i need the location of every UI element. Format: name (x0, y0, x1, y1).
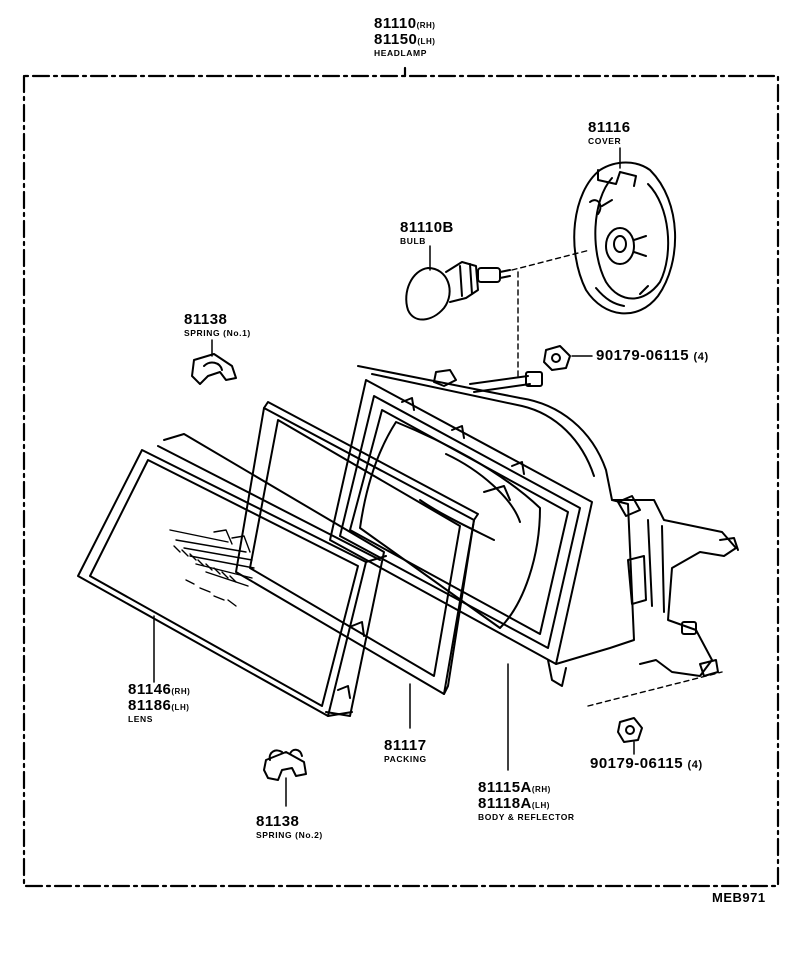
alignment-lines (512, 250, 722, 706)
spring1-label: 81138 SPRING (No.1) (184, 312, 251, 338)
bulb-part (406, 246, 510, 320)
packing-part (236, 402, 478, 728)
body-part-rh: 81115A(RH) (478, 779, 551, 796)
cover-part (574, 148, 675, 313)
lens-name: LENS (128, 714, 154, 724)
packing-label: 81117 PACKING (384, 738, 427, 764)
assembly-part-rh: 81110(RH) (374, 15, 436, 32)
assembly-name: HEADLAMP (374, 48, 427, 58)
nut-bottom-label: 90179-06115 (4) (590, 756, 703, 772)
packing-name: PACKING (384, 754, 427, 764)
spring1-part-number: 81138 (184, 311, 228, 328)
nut-bottom-qty: (4) (687, 759, 703, 771)
cover-name: COVER (588, 136, 622, 146)
packing-part-number: 81117 (384, 737, 427, 754)
bulb-part-number: 81110B (400, 219, 454, 236)
cover-part-number: 81116 (588, 119, 631, 136)
nut-bottom-part-number: 90179-06115 (590, 755, 684, 772)
spring2-part-number: 81138 (256, 813, 300, 830)
nut-top-part (544, 346, 592, 370)
nut-bottom-part (618, 718, 642, 754)
lens-part-rh: 81146(RH) (128, 681, 191, 698)
lens-part-lh: 81186(LH) (128, 697, 190, 714)
bulb-label: 81110B BULB (400, 220, 454, 246)
nut-top-qty: (4) (693, 351, 709, 363)
spring-no1-part (192, 340, 236, 384)
assembly-label: 81110(RH) 81150(LH) HEADLAMP (374, 16, 435, 58)
spring2-name: SPRING (No.2) (256, 830, 323, 840)
assembly-boundary (24, 68, 778, 886)
nut-top-label: 90179-06115 (4) (596, 348, 709, 364)
assembly-part-lh: 81150(LH) (374, 31, 436, 48)
spring-no2-part (264, 750, 306, 806)
body-reflector-part (330, 366, 738, 770)
cover-label: 81116 COVER (588, 120, 631, 146)
lens-part (78, 434, 386, 716)
spring1-name: SPRING (No.1) (184, 328, 251, 338)
nut-top-part-number: 90179-06115 (596, 347, 690, 364)
body-name: BODY & REFLECTOR (478, 812, 575, 822)
body-part-lh: 81118A(LH) (478, 795, 550, 812)
figure-code: MEB971 (712, 890, 766, 905)
bulb-name: BULB (400, 236, 427, 246)
spring2-label: 81138 SPRING (No.2) (256, 814, 323, 840)
body-reflector-label: 81115A(RH) 81118A(LH) BODY & REFLECTOR (478, 780, 575, 822)
lens-label: 81146(RH) 81186(LH) LENS (128, 682, 190, 724)
